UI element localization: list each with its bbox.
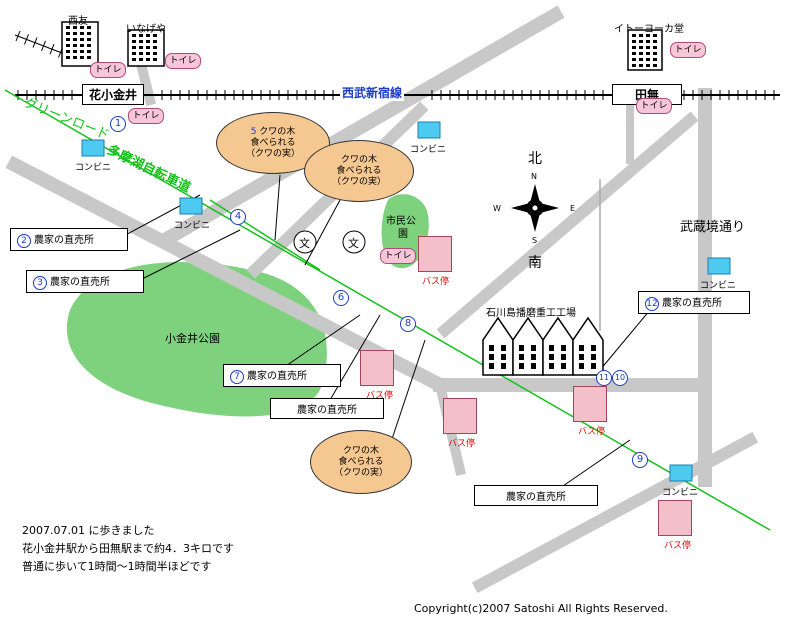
mulberry-2: クワの木食べられる（クワの実） <box>304 140 414 202</box>
compass-n: N <box>531 172 537 181</box>
bus-stop-5 <box>658 500 692 536</box>
conv-label-3: コンビニ <box>410 145 447 155</box>
inageya-label: いなげや <box>126 24 166 35</box>
walk-notes: 2007.07.01 に歩きました花小金井駅から田無駅まで約4．3キロです普通に… <box>22 524 234 573</box>
rail-ties <box>17 90 775 100</box>
citizen-park-label-1: 市民公 <box>386 216 416 227</box>
bus-label-2: バス停 <box>366 391 394 401</box>
bus-stop-1 <box>418 236 452 272</box>
bus-label-1: バス停 <box>422 277 450 287</box>
factory-icon <box>482 316 604 376</box>
compass-s: S <box>532 236 538 245</box>
roads <box>5 5 759 594</box>
factory-label: 石川島播磨重工工場 <box>486 308 576 319</box>
school-label-1: 文 <box>299 237 310 250</box>
route-num-1: 1 <box>110 116 126 132</box>
bus-stop-4 <box>573 386 607 422</box>
toilet-citizen-park: トイレ <box>380 248 416 264</box>
school-mark-1 <box>293 230 317 254</box>
conv-label-2: コンビニ <box>174 221 211 231</box>
toilet-tanashi: トイレ <box>636 98 672 114</box>
mulberry-5: 5 クワの木 食べられる（クワの実） <box>216 112 330 174</box>
mulberry-3: クワの木食べられる（クワの実） <box>310 430 412 494</box>
route-num-11: 11 <box>596 370 612 386</box>
copyright: Copyright(c)2007 Satoshi All Rights Rese… <box>414 602 668 615</box>
conv-label-4: コンビニ <box>700 281 737 291</box>
bus-label-3: バス停 <box>448 439 476 449</box>
street-label: 武蔵境通り <box>680 220 746 235</box>
toilet-station: トイレ <box>128 108 164 124</box>
school-mark-2 <box>342 230 366 254</box>
seiyu-label: 西友 <box>68 16 88 27</box>
school-label-2: 文 <box>348 237 359 250</box>
route-num-6: 6 <box>333 290 349 306</box>
compass-w: W <box>493 204 501 213</box>
farm-stand-b: 農家の直売所 <box>474 485 598 506</box>
toilet-inageya: トイレ <box>165 53 201 69</box>
toilet-itoyokado: トイレ <box>670 42 706 58</box>
bus-stop-3 <box>443 398 477 434</box>
compass-rose <box>511 184 559 232</box>
toilet-seiyu: トイレ <box>90 62 126 78</box>
conv-label-5: コンビニ <box>662 488 699 498</box>
bus-label-4: バス停 <box>578 427 606 437</box>
itoyokado-label: イトーヨーカ堂 <box>614 24 684 35</box>
hanakoganei-station: 花小金井 <box>82 84 145 105</box>
conv-label-1: コンビニ <box>75 163 112 173</box>
compass-south: 南 <box>528 255 542 271</box>
compass-e: E <box>570 204 576 213</box>
route-num-8: 8 <box>400 316 416 332</box>
bus-label-5: バス停 <box>664 541 692 551</box>
farm-stand-a: 農家の直売所 <box>270 398 384 419</box>
koganei-park-label: 小金井公園 <box>165 332 220 345</box>
rail-line-label: 西武新宿線 <box>340 84 405 101</box>
compass-north: 北 <box>528 151 542 167</box>
route-num-10: 10 <box>612 370 628 386</box>
route-num-4: 4 <box>230 209 246 225</box>
convenience-icons <box>81 121 731 482</box>
route-num-9: 9 <box>632 452 648 468</box>
bus-stop-2 <box>360 350 394 386</box>
citizen-park-label-2: 園 <box>398 229 408 240</box>
